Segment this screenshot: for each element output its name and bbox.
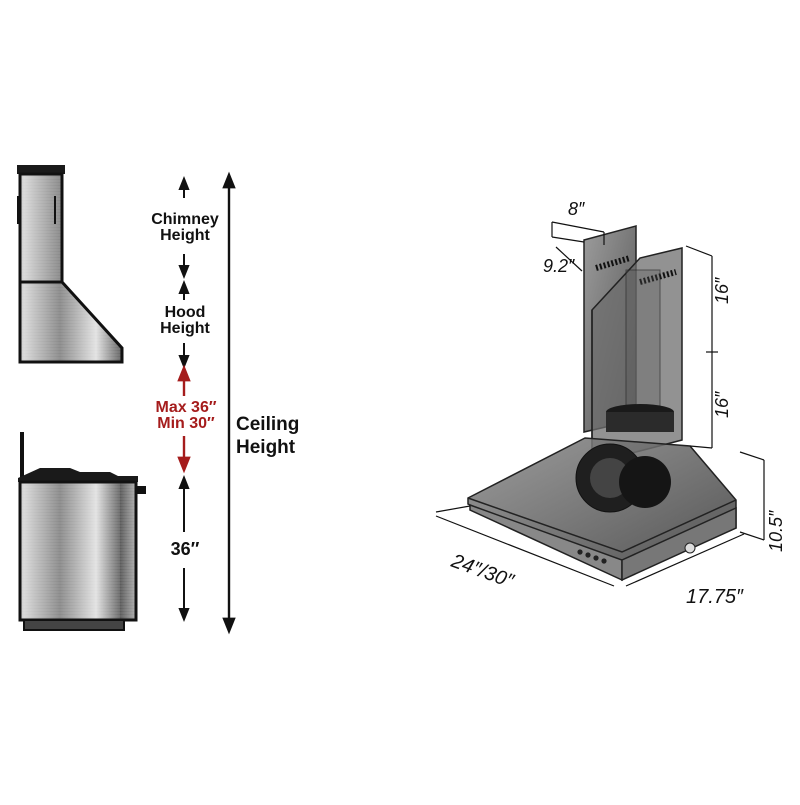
ceiling-label-line-1: Ceiling xyxy=(236,414,300,435)
hood-label-line-1: Hood xyxy=(164,304,206,321)
range-body xyxy=(18,480,138,622)
ceiling-label-line-2: Height xyxy=(236,436,296,458)
clearance-min: Min 30″ xyxy=(157,415,215,433)
hood-height-label: Hood Height xyxy=(144,304,226,338)
clearance-max: Max 36″ xyxy=(155,399,217,416)
chimney-width-dim: 8″ xyxy=(568,199,585,219)
chimney-vent-slots xyxy=(595,255,677,285)
chimney-upper-dim: 16″ xyxy=(712,277,732,304)
dim-line-hood-depth xyxy=(625,533,745,587)
iso-range-hood xyxy=(467,225,737,582)
side-view-range xyxy=(18,432,146,631)
dim-line-hood-width xyxy=(435,515,615,587)
duct-coil xyxy=(625,269,661,421)
chimney-label-line-2: Height xyxy=(160,227,210,245)
dim-ext-bottom xyxy=(689,445,713,449)
hood-height-dim: 10.5″ xyxy=(766,510,786,552)
range-cooktop xyxy=(18,468,138,482)
dim-ext xyxy=(435,505,471,513)
side-view-hood xyxy=(17,165,124,364)
dim-line-width-top xyxy=(551,221,605,233)
hood-canopy-edge xyxy=(467,497,737,553)
hood-depth-dim: 17.75″ xyxy=(686,586,744,608)
chimney-section xyxy=(18,172,64,284)
counter-height-label: 36″ xyxy=(170,539,200,559)
ceiling-height-label: Ceiling Height xyxy=(236,414,299,460)
hood-side-lip xyxy=(621,506,737,582)
blower-motor xyxy=(575,404,674,513)
hood-canopy xyxy=(18,280,124,364)
hood-top-cap xyxy=(17,165,65,174)
dim-ext-top xyxy=(685,245,713,257)
control-panel xyxy=(577,542,696,564)
hood-label-line-2: Height xyxy=(160,320,210,338)
range-base xyxy=(23,619,125,631)
dim-ext xyxy=(739,451,765,461)
dim-line-depth xyxy=(555,246,583,272)
clearance-label: Max 36″ Min 30″ xyxy=(140,399,232,433)
chimney-depth-dim: 9.2″ xyxy=(543,256,575,276)
iso-dimension-lines xyxy=(435,221,765,587)
chimney-label-line-1: Chimney xyxy=(151,211,219,228)
dim-ext xyxy=(739,531,765,541)
chimney-lower-dim: 16″ xyxy=(712,391,732,418)
side-view-dimension-arrows xyxy=(177,171,236,635)
chimney-height-label: Chimney Height xyxy=(144,211,226,245)
dim-ext xyxy=(551,236,585,243)
range-knob xyxy=(136,486,146,494)
